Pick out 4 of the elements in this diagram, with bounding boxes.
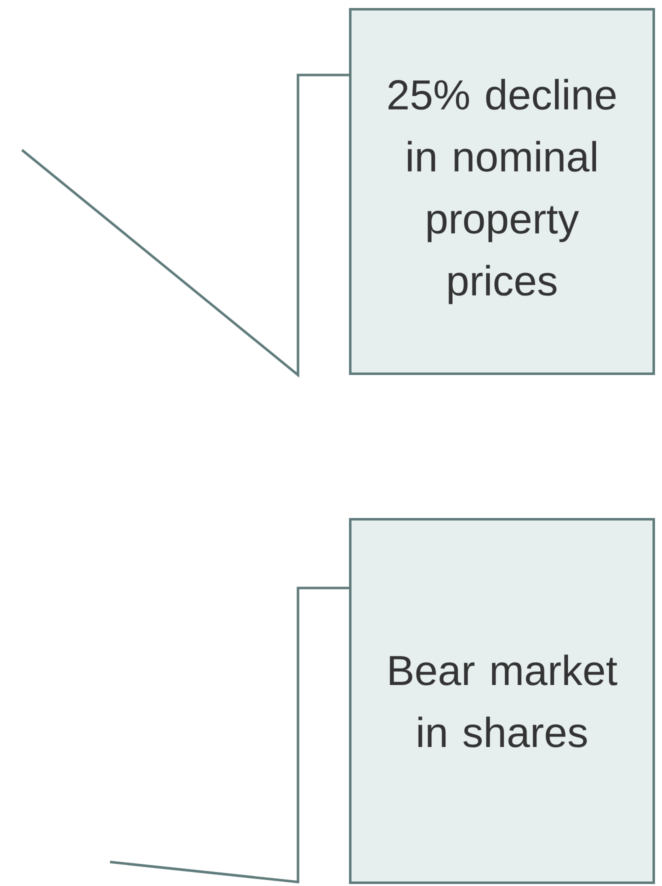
bracket-connector <box>110 586 349 884</box>
text-box: 25% decline in nominal property prices <box>349 8 655 375</box>
text-box: Bear market in shares <box>349 518 655 884</box>
bracket-connector <box>21 74 349 378</box>
